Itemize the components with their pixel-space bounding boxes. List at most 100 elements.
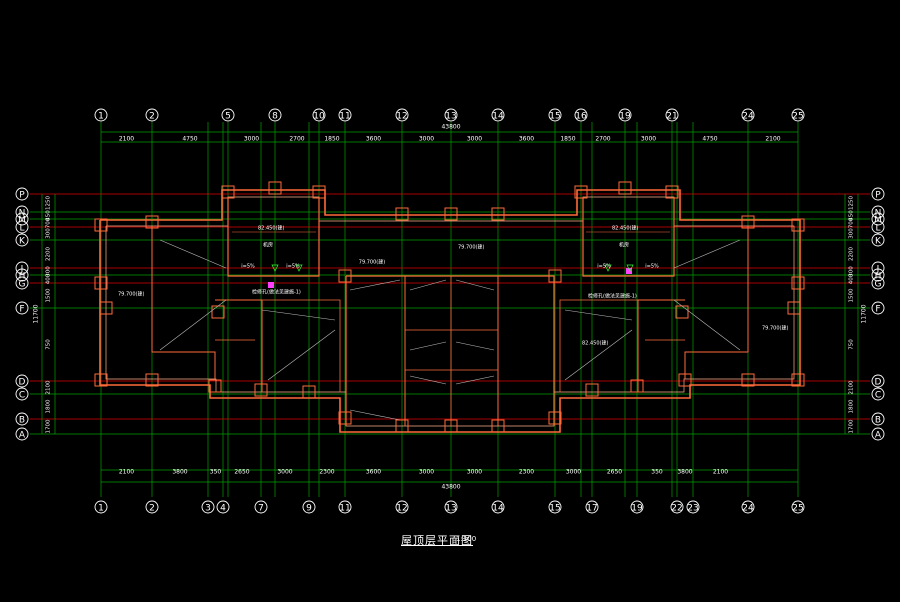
annotation-text: 79.700(建): [118, 291, 144, 298]
slope-line: [673, 299, 741, 351]
axis-bubble-top: [338, 108, 352, 122]
axis-bubble-right: [871, 374, 885, 388]
axis-label-top: 10: [313, 112, 325, 122]
axis-label-left: C: [19, 391, 25, 401]
axis-bubble-top: [618, 108, 632, 122]
axis-bubble-left: [15, 276, 29, 290]
column: [787, 301, 801, 315]
axis-bubble-top: [145, 108, 159, 122]
column: [741, 215, 755, 229]
slope-line: [564, 329, 633, 381]
axis-bubble-bottom: [741, 500, 755, 514]
slope-line: [159, 239, 227, 269]
dimension-text-right: 700: [849, 217, 855, 228]
axis-label-right: A: [875, 431, 882, 441]
slope-line: [673, 239, 741, 269]
dimension-text-top: 3000: [419, 136, 434, 143]
dimension-text-right: 1700: [849, 419, 855, 433]
dimension-text-top: 2700: [289, 136, 304, 143]
column: [221, 185, 235, 199]
annotation-text: i=5%: [286, 264, 300, 270]
axis-label-bottom: 22: [671, 504, 682, 514]
axis-label-bottom: 15: [549, 504, 560, 514]
axis-bubble-left: [15, 387, 29, 401]
axis-bubble-bottom: [444, 500, 458, 514]
dimension-text-left: 1250: [46, 196, 52, 210]
dimension-text-right: 450: [849, 210, 855, 221]
axis-bubble-left: [15, 233, 29, 247]
slope-line: [455, 375, 495, 385]
column: [741, 373, 755, 387]
axis-label-bottom: 7: [258, 504, 264, 514]
axis-bubble-left: [15, 301, 29, 315]
column: [791, 218, 805, 232]
axis-bubble-right: [871, 276, 885, 290]
axis-label-left: P: [19, 191, 25, 201]
column: [665, 185, 679, 199]
axis-bubble-top: [444, 108, 458, 122]
column: [338, 269, 352, 283]
dimension-text-top: 3000: [467, 136, 482, 143]
axis-label-left: M: [18, 216, 26, 226]
dimension-text-left: 300: [46, 228, 52, 239]
dimension-text-bottom: 3800: [172, 469, 187, 476]
axis-bubble-left: [15, 374, 29, 388]
axis-bubble-bottom: [791, 500, 805, 514]
column: [94, 218, 108, 232]
column: [395, 419, 409, 433]
slope-line: [564, 309, 633, 321]
axis-bubble-bottom: [302, 500, 316, 514]
dimension-text-bottom: 350: [651, 469, 663, 476]
dimension-text-bottom: 2300: [519, 469, 534, 476]
drawing-title: 屋顶层平面图: [401, 534, 473, 547]
slope-arrow-icon: [271, 264, 279, 272]
dimension-text-bottom: 3800: [677, 469, 692, 476]
annotation-text: 检修孔(做法见建施-1): [588, 293, 637, 300]
axis-label-bottom: 2: [149, 504, 155, 514]
dimension-text-top: 3000: [641, 136, 656, 143]
axis-label-top: 1: [98, 112, 104, 122]
axis-bubble-top: [221, 108, 235, 122]
column: [791, 276, 805, 290]
axis-bubble-right: [871, 427, 885, 441]
dimension-text-top: 4750: [702, 136, 717, 143]
axis-label-left: H: [19, 272, 26, 282]
axis-bubble-bottom: [585, 500, 599, 514]
dimension-text-bottom: 3600: [366, 469, 381, 476]
dimension-text-top: 3600: [366, 136, 381, 143]
axis-label-top: 25: [792, 112, 803, 122]
dimension-text-top: 2700: [595, 136, 610, 143]
dimension-text-top: 1850: [324, 136, 339, 143]
column: [491, 207, 505, 221]
dimension-text-right: 2200: [849, 247, 855, 261]
annotation-text: 82.450(建): [612, 225, 638, 232]
dimension-text-right: 1800: [849, 399, 855, 413]
column: [268, 181, 282, 195]
dimension-text-bottom: 2100: [119, 469, 134, 476]
axis-bubble-bottom: [145, 500, 159, 514]
axis-label-left: J: [20, 265, 24, 275]
axis-bubble-bottom: [216, 500, 230, 514]
column: [678, 373, 692, 387]
annotation-text: 检修孔(做法见建施-1): [252, 289, 301, 296]
axis-label-right: M: [874, 216, 882, 226]
wall-core: [346, 275, 555, 426]
axis-label-right: L: [875, 224, 880, 234]
dimension-text-right: 300: [849, 228, 855, 239]
dimension-text-right: 400: [849, 273, 855, 284]
annotation-text: 机房: [619, 242, 629, 249]
dimension-text-left: 450: [46, 210, 52, 221]
dimension-text-top: 3000: [244, 136, 259, 143]
annotation-text: 79.700(建): [458, 244, 484, 251]
axis-bubble-bottom: [548, 500, 562, 514]
dimension-text-left: 700: [46, 217, 52, 228]
axis-label-bottom: 11: [339, 504, 350, 514]
dimension-text-bottom: 2650: [234, 469, 249, 476]
slope-arrow-icon: [604, 264, 612, 272]
axis-label-right: B: [875, 416, 881, 426]
column: [548, 269, 562, 283]
axis-label-bottom: 1: [98, 504, 104, 514]
axis-bubble-top: [395, 108, 409, 122]
axis-label-bottom: 23: [687, 504, 698, 514]
